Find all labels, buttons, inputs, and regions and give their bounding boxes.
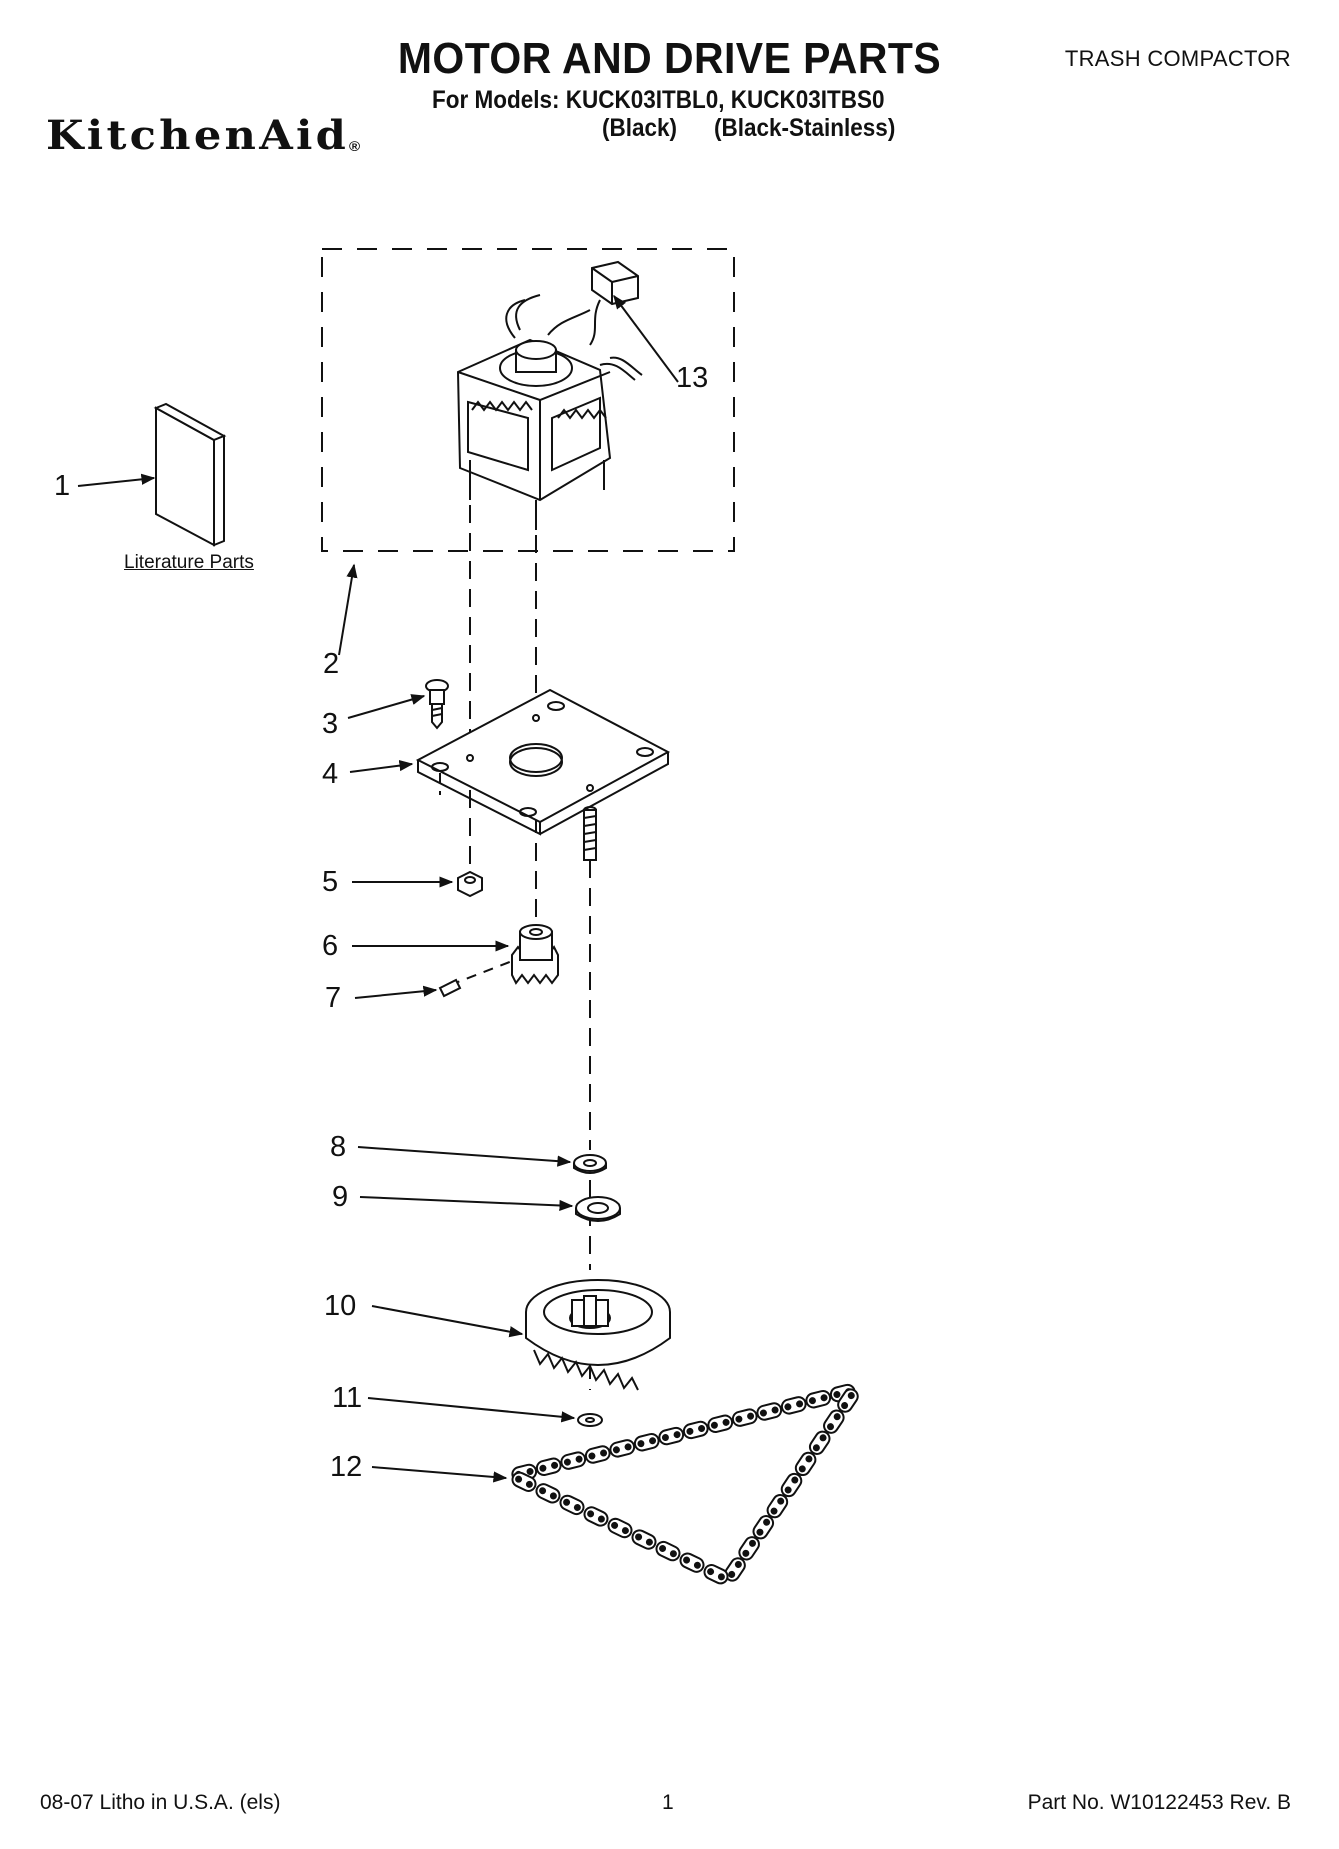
chain-link — [805, 1389, 832, 1409]
page-number: 1 — [662, 1791, 674, 1814]
callout-4: 4 — [322, 758, 339, 790]
callout-11: 11 — [332, 1382, 363, 1414]
chain-link — [837, 1388, 859, 1413]
chain-link — [766, 1493, 789, 1519]
chain-link — [823, 1409, 845, 1434]
sprocket-icon — [525, 1279, 671, 1391]
chain-link — [583, 1506, 609, 1527]
callout-1: 1 — [54, 470, 71, 502]
chain-link — [607, 1517, 633, 1539]
callout-5: 5 — [322, 866, 339, 898]
callout-2: 2 — [323, 648, 340, 680]
product-type: TRASH COMPACTOR — [1064, 46, 1291, 71]
chain-link — [655, 1540, 681, 1562]
chain-icon — [511, 1383, 859, 1585]
chain-link — [609, 1439, 636, 1458]
leader-arrows — [77, 294, 679, 1483]
set-screw-icon — [438, 978, 462, 998]
motor-assembly-outline — [321, 248, 735, 552]
chain-link — [584, 1445, 611, 1464]
callout-6: 6 — [322, 930, 339, 962]
washer-icon — [573, 1154, 607, 1174]
bearing-icon — [575, 1196, 621, 1222]
chain-link — [731, 1408, 758, 1427]
connector-icon — [589, 260, 639, 346]
brand-logo: KitchenAid® — [46, 112, 360, 159]
chain-link — [559, 1494, 585, 1516]
registered-mark: ® — [349, 138, 361, 154]
callout-10: 10 — [324, 1290, 357, 1322]
chain-link — [511, 1471, 537, 1492]
callout-3: 3 — [322, 708, 339, 740]
chain-link — [808, 1430, 831, 1455]
clip-icon — [577, 1413, 603, 1427]
screw-icon — [425, 679, 449, 730]
chain-link — [738, 1536, 760, 1561]
chain-link — [724, 1557, 746, 1582]
chain-link — [752, 1515, 775, 1540]
chain-link — [633, 1432, 660, 1452]
callout-12: 12 — [330, 1451, 363, 1483]
callout-13: 13 — [676, 362, 709, 394]
callout-7: 7 — [325, 982, 342, 1014]
chain-link — [535, 1457, 562, 1477]
chain-link — [780, 1396, 807, 1415]
model-color-black: (Black) — [602, 114, 678, 142]
callout-9: 9 — [332, 1181, 349, 1213]
chain-link — [535, 1483, 561, 1504]
motor-icon — [456, 294, 643, 530]
literature-book-icon — [153, 402, 227, 547]
nut-icon — [457, 870, 483, 898]
chain-link — [780, 1472, 803, 1498]
chain-link — [703, 1564, 729, 1585]
literature-parts-label: Literature Parts — [124, 552, 254, 573]
mounting-plate-icon — [415, 688, 671, 836]
axis-line — [449, 957, 521, 986]
chain-link — [631, 1529, 657, 1550]
footer-print-info: 08-07 Litho in U.S.A. (els) — [40, 1791, 281, 1814]
models-line: For Models: KUCK03ITBL0, KUCK03ITBS0 — [432, 86, 885, 114]
chain-link — [560, 1451, 587, 1470]
page-title: MOTOR AND DRIVE PARTS — [397, 34, 942, 83]
brand-name: KitchenAid — [46, 112, 350, 159]
pinion-gear-icon — [511, 924, 559, 985]
chain-link — [658, 1426, 685, 1446]
chain-link — [794, 1451, 817, 1477]
chain-link — [756, 1402, 783, 1421]
callout-8: 8 — [330, 1131, 347, 1163]
chain-link — [707, 1414, 734, 1434]
chain-link — [679, 1552, 705, 1573]
chain-link — [682, 1420, 709, 1440]
model-color-black-stainless: (Black-Stainless) — [714, 114, 896, 142]
part-number: Part No. W10122453 Rev. B — [1027, 1791, 1291, 1814]
stud-icon — [583, 806, 597, 861]
